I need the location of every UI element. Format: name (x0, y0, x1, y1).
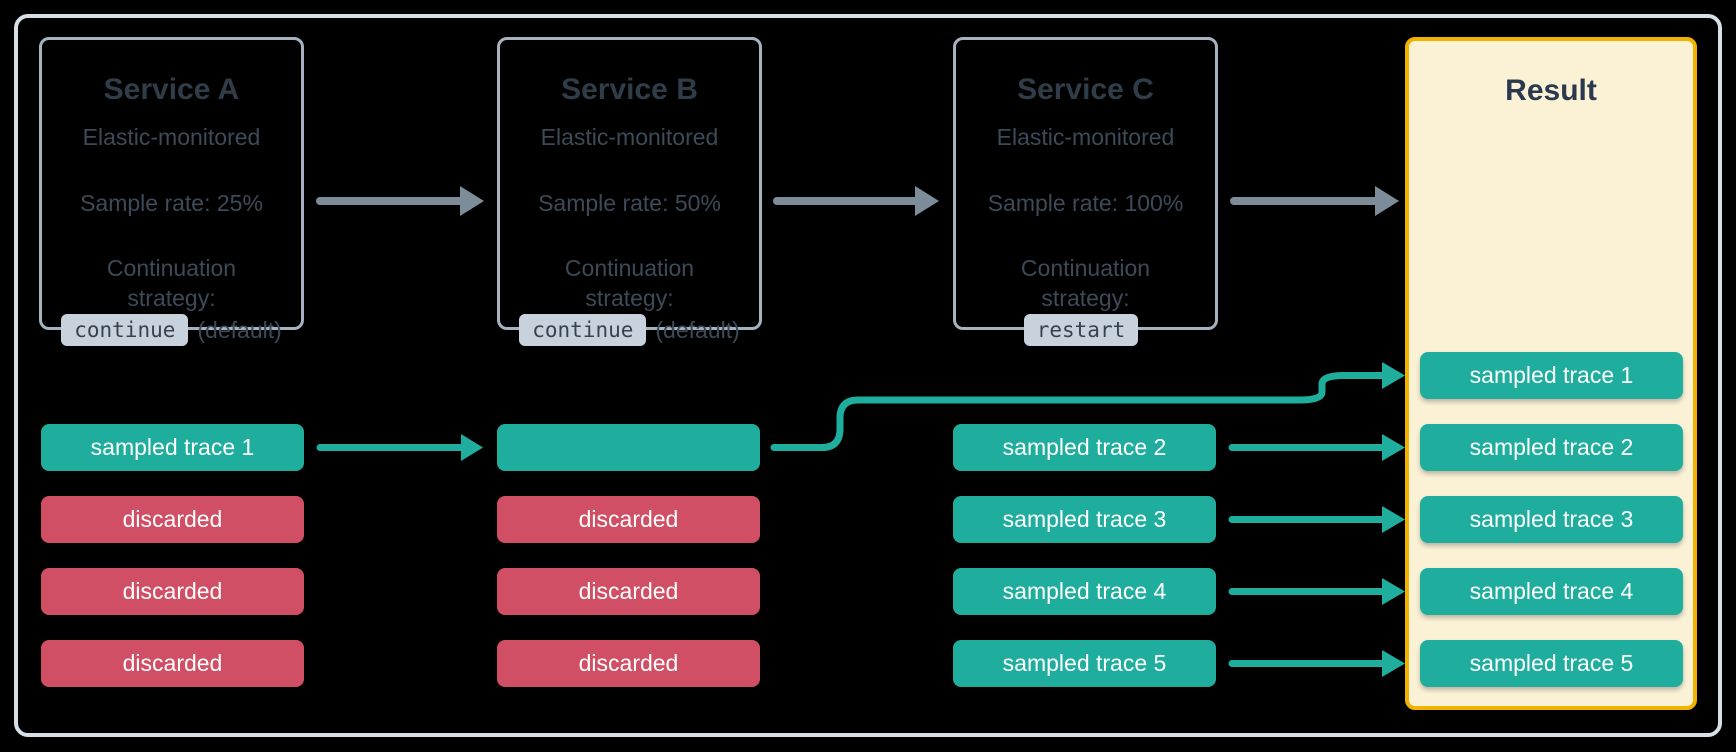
trace-pill-c4: sampled trace 5 (953, 640, 1216, 687)
service-b-title: Service B (561, 73, 698, 106)
service-b-subtitle: Elastic-monitored (540, 124, 719, 150)
service-b-strategy-chip: continue (519, 314, 647, 346)
service-a-strategy-label: Continuation strategy: (106, 255, 237, 311)
service-c-strategy-label: Continuation strategy: (1020, 255, 1151, 311)
service-a-title: Service A (103, 73, 240, 106)
service-a-subtitle: Elastic-monitored (82, 124, 261, 150)
discarded-pill-a3: discarded (41, 568, 304, 615)
service-b-sample-rate: Sample rate: 50% (538, 190, 721, 216)
discarded-pill-a4: discarded (41, 640, 304, 687)
trace-pill-c1: sampled trace 2 (953, 424, 1216, 471)
service-b-strategy-note: (default) (655, 316, 740, 343)
discarded-pill-b3: discarded (497, 568, 760, 615)
service-c-strategy-row: restart (956, 313, 1215, 347)
service-c-subtitle: Elastic-monitored (996, 124, 1175, 150)
result-pill-1: sampled trace 1 (1420, 352, 1683, 399)
trace-pill-c2: sampled trace 3 (953, 496, 1216, 543)
outer-frame (14, 14, 1722, 737)
result-pill-2: sampled trace 2 (1420, 424, 1683, 471)
service-a-strategy-row: continue (default) (42, 313, 301, 347)
service-b-box: Service B Elastic-monitored Sample rate:… (497, 37, 762, 346)
service-a-box: Service A Elastic-monitored Sample rate:… (39, 37, 304, 346)
trace-pill-c3: sampled trace 4 (953, 568, 1216, 615)
result-pill-3: sampled trace 3 (1420, 496, 1683, 543)
result-pill-4: sampled trace 4 (1420, 568, 1683, 615)
service-a-strategy-note: (default) (197, 316, 282, 343)
service-c-sample-rate: Sample rate: 100% (987, 190, 1184, 216)
service-c-strategy-chip: restart (1023, 314, 1139, 346)
service-b-strategy-label: Continuation strategy: (564, 255, 695, 311)
discarded-pill-a2: discarded (41, 496, 304, 543)
trace-pill-a1: sampled trace 1 (41, 424, 304, 471)
result-title: Result (1505, 74, 1597, 107)
service-c-title: Service C (1017, 73, 1154, 106)
service-c-box: Service C Elastic-monitored Sample rate:… (953, 37, 1218, 346)
service-b-strategy-row: continue (default) (500, 313, 759, 347)
service-a-strategy-chip: continue (61, 314, 189, 346)
service-a-sample-rate: Sample rate: 25% (80, 190, 263, 216)
trace-pill-b1 (497, 424, 760, 471)
discarded-pill-b2: discarded (497, 496, 760, 543)
result-pill-5: sampled trace 5 (1420, 640, 1683, 687)
discarded-pill-b4: discarded (497, 640, 760, 687)
